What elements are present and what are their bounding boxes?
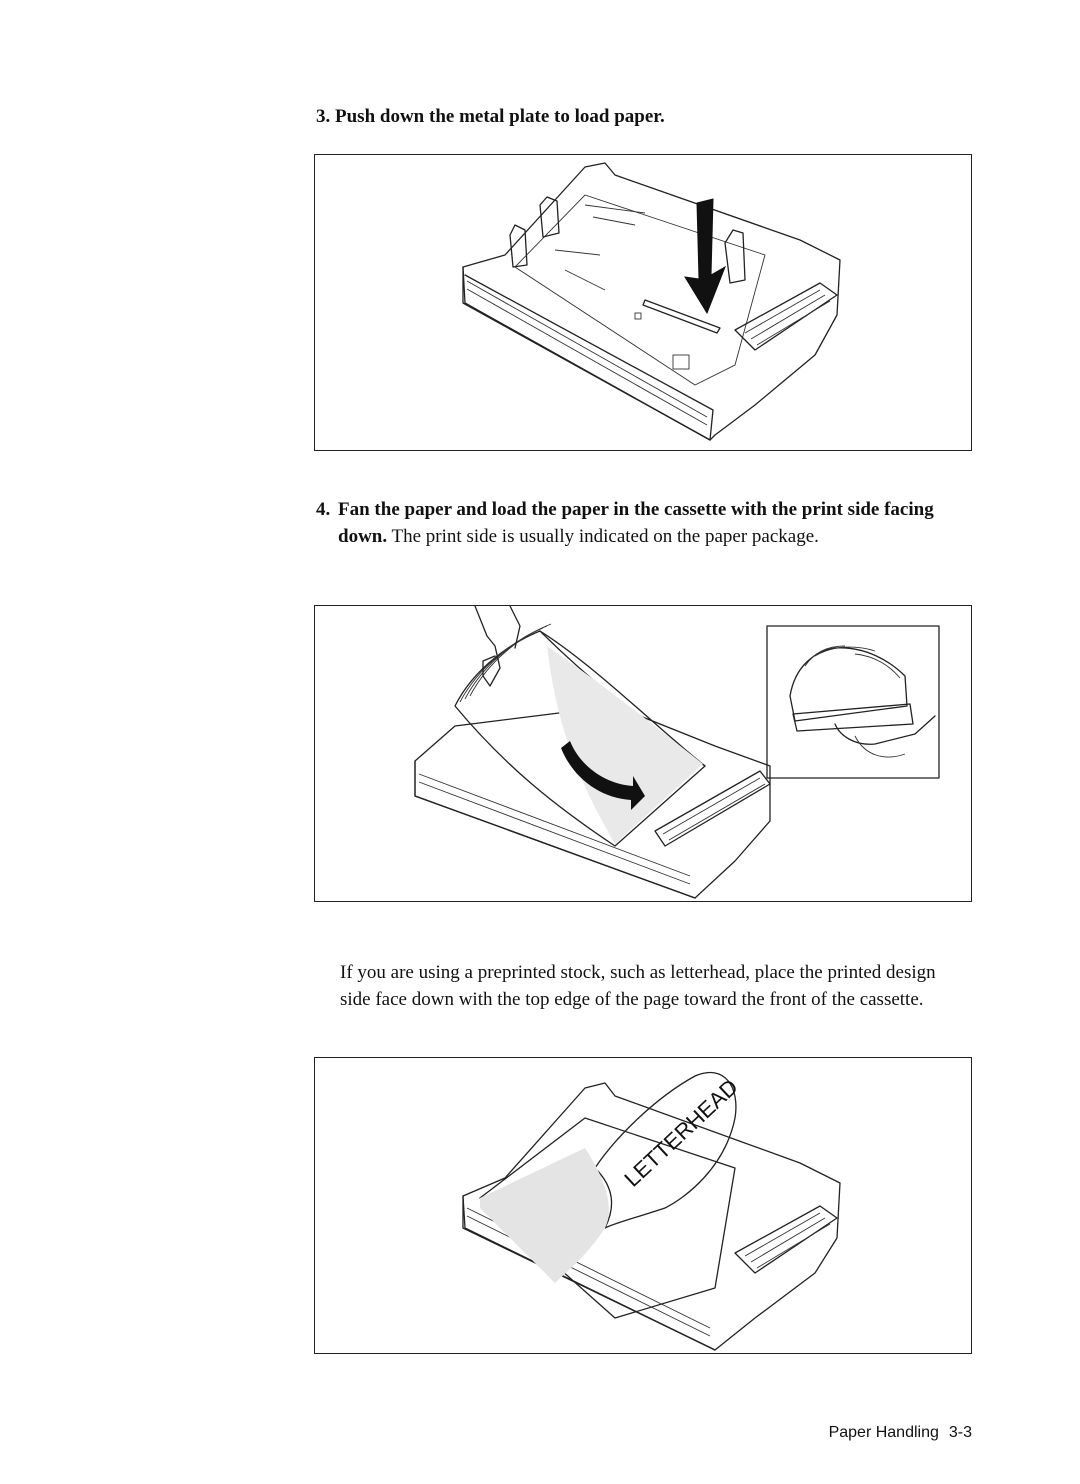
- letterhead-label: LETTERHEAD: [619, 1074, 742, 1192]
- figure-letterhead: LETTERHEAD: [314, 1057, 972, 1354]
- step-3-heading: 3. Push down the metal plate to load pap…: [316, 106, 665, 128]
- figure-push-plate: [314, 154, 972, 451]
- load-paper-illustration: [414, 606, 940, 899]
- letterhead-note: If you are using a preprinted stock, suc…: [340, 962, 936, 1010]
- page-footer: Paper Handling 3-3: [829, 1424, 972, 1442]
- step-4-body: The print side is usually indicated on t…: [387, 526, 819, 547]
- step-3-number: 3.: [316, 106, 331, 127]
- step-3-text: Push down the metal plate to load paper.: [335, 106, 665, 127]
- step-4-number: 4.: [316, 499, 331, 520]
- paper-cassette-illustration: [462, 162, 841, 441]
- step-4-paragraph: 4. Fan the paper and load the paper in t…: [316, 496, 976, 550]
- figure-load-paper: [314, 605, 972, 902]
- step-4-heading: Fan the paper and load the paper in the …: [338, 499, 934, 547]
- fan-paper-inset: [789, 645, 936, 758]
- footer-section: Paper Handling: [828, 1424, 939, 1441]
- footer-page-number: 3-3: [948, 1424, 972, 1441]
- letterhead-illustration: LETTERHEAD: [462, 1071, 841, 1351]
